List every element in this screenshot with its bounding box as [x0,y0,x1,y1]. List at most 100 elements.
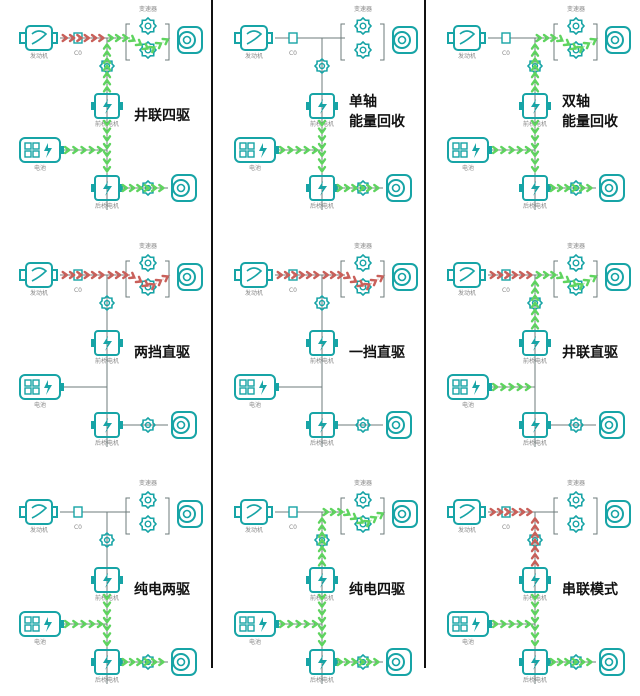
clutch-c0-label: C0 [74,50,82,57]
rear-axle-flow-arrows [336,183,381,193]
gearbox-flow-arrows [322,270,386,291]
gearbox-bracket [553,497,558,535]
front-motor-icon [91,567,123,593]
engine-icon [447,262,486,288]
gearbox-flow-arrows [535,33,599,54]
engine-icon [234,499,273,525]
rear-motor-icon [306,175,338,201]
mode-title: 单轴 能量回收 [349,94,405,130]
rear-wheel-icon [171,411,197,439]
engine-label: 发动机 [30,526,48,534]
front-shaft-flow-arrows [530,42,540,93]
battery-label: 电池 [462,164,474,172]
front-wheel-icon [177,500,203,528]
rear-motor-label: 后桥电机 [310,202,334,210]
mode-title: 井联直驱 [562,345,618,361]
front-motor-gear-icon [313,57,331,75]
gearbox-gear-lower-icon [566,514,586,534]
engine-icon [19,499,58,525]
clutch-c0-label: C0 [289,524,297,531]
battery-flow-arrows [491,619,533,629]
gearbox-gear-upper-icon [138,490,158,510]
engine-flow-arrows [489,270,534,280]
clutch-c0-label: C0 [74,524,82,531]
rear-shaft-flow-arrows [317,593,327,648]
gearbox-label: 变速器 [139,5,157,13]
clutch-c0-label: C0 [502,50,510,57]
engine-icon [447,499,486,525]
battery-icon [447,374,492,400]
battery-icon [19,374,64,400]
rear-gear-icon [139,416,157,434]
gearbox-bracket [340,260,345,298]
front-motor-label: 前桥电机 [310,357,334,365]
front-motor-icon [91,93,123,119]
gearbox-bracket [593,497,598,535]
gearbox-gear-upper-icon [138,253,158,273]
clutch-c0-icon [288,506,298,518]
engine-label: 发动机 [245,526,263,534]
rear-motor-label: 后桥电机 [95,202,119,210]
battery-flow-arrows [278,619,320,629]
front-wheel-icon [605,26,631,54]
battery-label: 电池 [249,638,261,646]
front-motor-icon [306,93,338,119]
gearbox-gear-upper-icon [566,16,586,36]
rear-gear-icon [567,416,585,434]
gearbox-label: 变速器 [567,5,585,13]
column-divider [424,0,426,668]
gearbox-gear-upper-icon [138,16,158,36]
rear-wheel-icon [599,174,625,202]
front-motor-gear-icon [313,294,331,312]
clutch-c0-label: C0 [289,50,297,57]
gearbox-gear-lower-icon [353,40,373,60]
battery-flow-arrows [63,619,105,629]
rear-wheel-icon [599,411,625,439]
column-divider [211,0,213,668]
mode-title: 纯电四驱 [349,582,405,598]
mode-title: 两挡直驱 [134,345,190,361]
front-shaft-flow-arrows [530,279,540,330]
gearbox-gear-upper-icon [566,490,586,510]
clutch-c0-icon [288,32,298,44]
rear-wheel-icon [386,411,412,439]
mode-title: 双轴 能量回收 [562,94,618,130]
rear-motor-label: 后桥电机 [95,439,119,447]
rear-wheel-icon [386,648,412,676]
gearbox-bracket [340,23,345,61]
engine-label: 发动机 [458,526,476,534]
gearbox-flow-arrows [322,507,386,528]
front-wheel-icon [392,263,418,291]
rear-axle-flow-arrows [121,183,166,193]
engine-flow-arrows [489,507,534,517]
gearbox-label: 变速器 [567,479,585,487]
rear-axle-flow-arrows [336,657,381,667]
clutch-c0-icon [501,32,511,44]
rear-motor-icon [91,412,123,438]
engine-icon [447,25,486,51]
front-shaft-flow-arrows [102,42,112,93]
gearbox-bracket [380,497,385,535]
rear-motor-label: 后桥电机 [310,676,334,684]
rear-wheel-icon [171,174,197,202]
gearbox-bracket [593,23,598,61]
gearbox-bracket [125,23,130,61]
rear-motor-icon [519,412,551,438]
clutch-c0-label: C0 [74,287,82,294]
battery-icon [447,611,492,637]
clutch-c0-label: C0 [502,524,510,531]
battery-label: 电池 [462,401,474,409]
battery-flow-arrows [63,145,105,155]
front-shaft-flow-arrows [530,516,540,567]
rear-axle-flow-arrows [549,657,594,667]
rear-motor-label: 后桥电机 [523,439,547,447]
front-wheel-icon [177,26,203,54]
gearbox-gear-upper-icon [353,490,373,510]
